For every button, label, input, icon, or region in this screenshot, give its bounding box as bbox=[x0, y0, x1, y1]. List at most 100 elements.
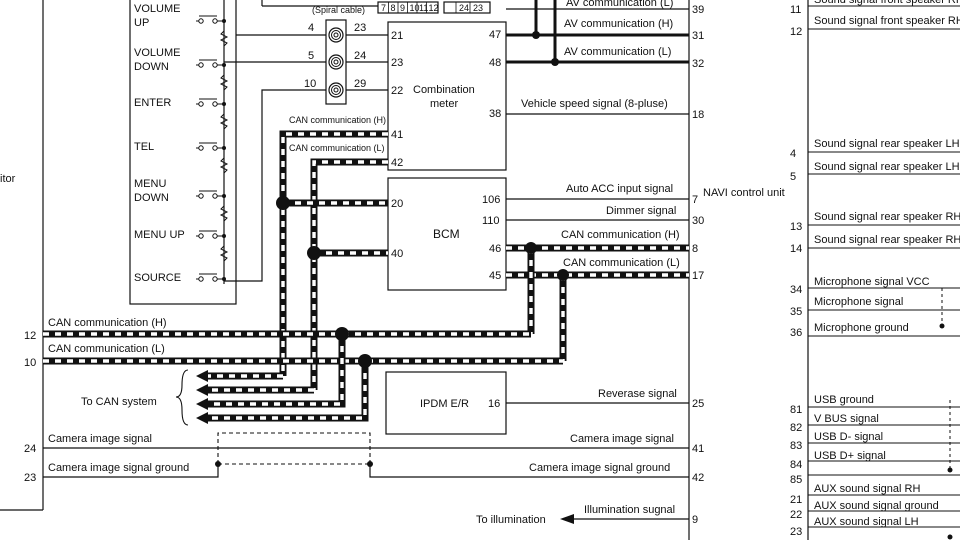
right-unit-pin: 23 bbox=[790, 526, 802, 538]
right-unit-pin: 83 bbox=[790, 440, 802, 452]
right-unit-pin: 85 bbox=[790, 474, 802, 486]
right-unit-signal-label: Sound signal rear speaker LH bbox=[814, 161, 960, 173]
can-h-main-label: CAN communication (H) bbox=[48, 317, 167, 329]
monitor-pin: 12 bbox=[24, 330, 36, 342]
av-comm-h-label: AV communication (H) bbox=[564, 18, 673, 30]
connector-pin: 12 bbox=[429, 3, 439, 13]
right-unit-pin: 5 bbox=[790, 171, 796, 183]
right-unit-pin: 82 bbox=[790, 422, 802, 434]
av-comm-l-label: AV communication (L) bbox=[564, 46, 671, 58]
switch-contact-icon bbox=[196, 273, 226, 282]
can-l-bcm-label: CAN communication (L) bbox=[563, 257, 680, 269]
bcm-pin: 46 bbox=[489, 243, 501, 255]
bcm-pin: 110 bbox=[482, 215, 500, 227]
right-unit-signal-label: Sound signal front speaker RH bbox=[814, 15, 960, 27]
right-unit-signal-label: AUX sound signal LH bbox=[814, 516, 919, 528]
switch-button-label: ENTER bbox=[134, 97, 171, 109]
right-unit-pin: 21 bbox=[790, 494, 802, 506]
auto-acc-label: Auto ACC input signal bbox=[566, 183, 673, 195]
ipdm: IPDM E/R 16 bbox=[385, 371, 507, 435]
navi-pin: 18 bbox=[692, 109, 704, 121]
ipdm-name: IPDM E/R bbox=[420, 398, 469, 410]
navi-pin: 25 bbox=[692, 398, 704, 410]
switch-contact-icon bbox=[196, 59, 226, 68]
can-h-bcm-label: CAN communication (H) bbox=[561, 229, 680, 241]
right-unit-signal-label: Sound signal rear speaker LH bbox=[814, 138, 960, 150]
right-unit-signal-label: USB D+ signal bbox=[814, 450, 886, 462]
navi-pin: 42 bbox=[692, 472, 704, 484]
meter-pin: 42 bbox=[391, 157, 403, 169]
combination-meter: Combination meter 21 23 22 41 42 47 48 3… bbox=[387, 21, 507, 171]
right-unit-pin: 36 bbox=[790, 327, 802, 339]
to-can-system-label: To CAN system bbox=[81, 396, 157, 408]
bcm-pin: 40 bbox=[391, 248, 403, 260]
resistor-icon bbox=[219, 113, 229, 130]
monitor-pin: 23 bbox=[24, 472, 36, 484]
meter-name-1: Combination bbox=[413, 84, 475, 96]
spiral-pin: 24 bbox=[354, 50, 366, 62]
switch-contact-icon bbox=[196, 142, 226, 151]
switch-button-label: TEL bbox=[134, 141, 154, 153]
camera-gnd-left-label: Camera image signal ground bbox=[48, 462, 189, 474]
switch-button-label: SOURCE bbox=[134, 272, 181, 284]
meter-pin: 22 bbox=[391, 85, 403, 97]
resistor-icon bbox=[219, 74, 229, 91]
bcm-pin: 45 bbox=[489, 270, 501, 282]
meter-pin: 21 bbox=[391, 30, 403, 42]
camera-left-label: Camera image signal bbox=[48, 433, 152, 445]
monitor-unit: itor 12 10 24 23 bbox=[0, 0, 44, 511]
switch-contact-icon bbox=[196, 230, 226, 239]
connector-pin: 10 bbox=[410, 3, 420, 13]
navi-pin: 32 bbox=[692, 58, 704, 70]
navi-pin: 41 bbox=[692, 443, 704, 455]
navi-pin: 31 bbox=[692, 30, 704, 42]
meter-pin: 48 bbox=[489, 57, 501, 69]
right-unit-signal-label: AUX sound signal ground bbox=[814, 500, 939, 512]
connector-pin: 7 bbox=[381, 3, 386, 13]
right-unit-pin: 34 bbox=[790, 284, 802, 296]
right-unit-pin: 11 bbox=[790, 4, 801, 16]
switch-contact-icon bbox=[196, 15, 226, 24]
right-unit-signal-label: Microphone ground bbox=[814, 322, 909, 334]
right-unit-signal-label: Sound signal rear speaker RH bbox=[814, 234, 960, 246]
right-unit-signal-label: Sound signal rear speaker RH bbox=[814, 211, 960, 223]
illumination-label: Illumination sugnal bbox=[584, 504, 675, 516]
connector-pin: 8 bbox=[391, 3, 396, 13]
meter-pin: 47 bbox=[489, 29, 501, 41]
right-unit-pin: 84 bbox=[790, 459, 802, 471]
navi-pin: 7 bbox=[692, 194, 698, 206]
right-unit-signal-label: Microphone signal bbox=[814, 296, 903, 308]
camera-gnd-right-label: Camera image signal ground bbox=[529, 462, 670, 474]
right-unit-pin: 22 bbox=[790, 509, 802, 521]
to-illumination-label: To illumination bbox=[476, 514, 546, 526]
navi-pin: 39 bbox=[692, 4, 704, 16]
right-unit-signal-label: V BUS signal bbox=[814, 413, 879, 425]
meter-name-2: meter bbox=[430, 98, 458, 110]
resistor-icon bbox=[219, 245, 229, 262]
meter-pin: 41 bbox=[391, 129, 403, 141]
illumination-line: Illumination sugnal To illumination bbox=[476, 504, 689, 526]
bcm: BCM 20 40 106 110 46 45 bbox=[387, 177, 507, 291]
right-unit-signal-label: Sound signal front speaker RH bbox=[814, 0, 960, 6]
can-bus: To CAN system CAN communication (H) CAN … bbox=[43, 115, 689, 426]
ipdm-pin: 16 bbox=[488, 398, 500, 410]
spiral-pin: 29 bbox=[354, 78, 366, 90]
right-unit-signal-label: Microphone signal VCC bbox=[814, 276, 930, 288]
right-unit-pin: 35 bbox=[790, 306, 802, 318]
spiral-coil-icon bbox=[328, 82, 344, 98]
switch-contact-icon bbox=[196, 190, 226, 199]
bcm-pin: 20 bbox=[391, 198, 403, 210]
camera-lines: Camera image signal Camera image signal … bbox=[43, 432, 689, 478]
dimmer-label: Dimmer signal bbox=[606, 205, 676, 217]
spiral-cable-label: (Spiral cable) bbox=[312, 5, 365, 15]
resistor-icon bbox=[219, 30, 229, 47]
can-h-meter-label: CAN communication (H) bbox=[289, 115, 386, 125]
connector-pin: 24 bbox=[459, 3, 469, 13]
spiral-pin: 23 bbox=[354, 22, 366, 34]
right-unit-pin: 14 bbox=[790, 243, 802, 255]
